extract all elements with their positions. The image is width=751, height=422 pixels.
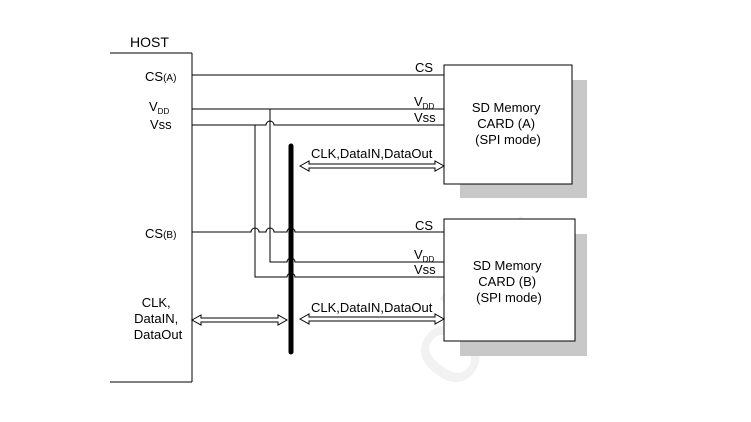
card-b: SD Memory CARD (B) (SPI mode) bbox=[443, 218, 587, 356]
card-a: SD Memory CARD (A) (SPI mode) bbox=[443, 64, 587, 198]
card-a-bus-arrow bbox=[298, 160, 446, 172]
host-clk-label: CLK, DataIN, DataOut bbox=[134, 295, 183, 342]
card-a-vss-label: Vss bbox=[414, 110, 436, 125]
card-a-vdd-label: VDD bbox=[414, 94, 434, 111]
card-a-wires: CS VDD Vss CLK,DataIN,DataOut bbox=[192, 60, 446, 172]
card-b-title: SD Memory CARD (B) (SPI mode) bbox=[473, 258, 545, 305]
vss-wire bbox=[192, 120, 444, 126]
card-b-vss-label: Vss bbox=[414, 262, 436, 277]
card-b-box bbox=[443, 218, 576, 342]
host-title: HOST bbox=[130, 34, 169, 50]
card-b-vdd-label: VDD bbox=[414, 247, 434, 264]
card-a-title: SD Memory CARD (A) (SPI mode) bbox=[472, 100, 544, 147]
vdd-b-wire bbox=[269, 109, 444, 263]
card-a-cs-label: CS bbox=[415, 60, 433, 75]
host-cs-a-label: CS(A) bbox=[145, 69, 176, 84]
card-b-cs-label: CS bbox=[415, 218, 433, 233]
card-a-box bbox=[443, 64, 573, 185]
card-b-wires: CS VDD Vss CLK,DataIN,DataOut bbox=[192, 109, 446, 325]
host-block: HOST CS(A) VDD Vss CS(B) CLK, DataIN, Da… bbox=[110, 34, 193, 383]
host-bus-arrow bbox=[190, 314, 289, 326]
card-a-bus-label: CLK,DataIN,DataOut bbox=[311, 146, 433, 161]
cs-b-wire bbox=[192, 227, 444, 233]
card-b-bus-arrow bbox=[298, 313, 446, 325]
card-b-bus-label: CLK,DataIN,DataOut bbox=[311, 300, 433, 315]
host-vss-label: Vss bbox=[150, 117, 172, 132]
host-cs-b-label: CS(B) bbox=[145, 226, 176, 241]
host-vdd-label: VDD bbox=[149, 99, 169, 116]
